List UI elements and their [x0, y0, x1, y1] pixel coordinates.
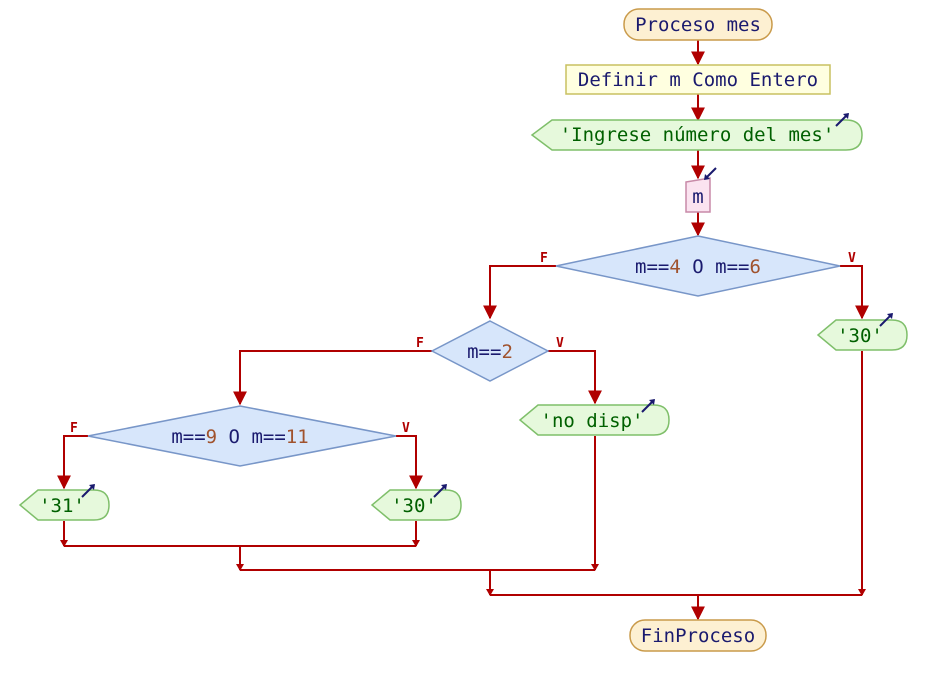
- output-arrow-icon: [641, 399, 655, 413]
- merge-arrow-nodisp: [591, 564, 599, 571]
- cond3-false-label: F: [70, 421, 78, 436]
- end-node[interactable]: FinProceso: [629, 619, 767, 652]
- merge-arrow-31: [60, 540, 68, 547]
- read-input-text: m: [692, 186, 703, 208]
- define-node-text: Definir m Como Entero: [578, 69, 818, 91]
- cond1-true-label: V: [848, 251, 856, 266]
- output-31-text: '31': [39, 495, 85, 517]
- cond3-text: m==9 O m==11: [171, 426, 308, 448]
- output-30-node-b[interactable]: '30': [370, 484, 462, 521]
- edges: [57, 40, 869, 621]
- read-input-node[interactable]: m: [685, 167, 717, 213]
- cond1-false-label: F: [540, 251, 548, 266]
- cond2-true-label: V: [556, 336, 564, 351]
- edge-cond1-true: [840, 265, 869, 320]
- output-30-text-b: '30': [391, 495, 437, 517]
- output-30-node-a[interactable]: '30': [816, 313, 908, 351]
- edge-cond2-false: [233, 350, 432, 406]
- decision-cond2[interactable]: m==2: [430, 320, 550, 382]
- merge-arrow-cond3: [236, 564, 244, 571]
- cond3-true-label: V: [402, 421, 410, 436]
- input-arrow-icon: [704, 167, 717, 180]
- output-nodisp-node[interactable]: 'no disp': [518, 399, 670, 436]
- output-arrow-icon: [81, 484, 95, 498]
- decision-cond1[interactable]: m==4 O m==6: [555, 235, 841, 297]
- output-arrow-icon: [879, 313, 893, 327]
- edge-cond3-false: [57, 435, 88, 490]
- edge-cond2-true: [548, 350, 602, 405]
- output-nodisp-text: 'no disp': [541, 410, 644, 432]
- prompt-output-text: 'Ingrese número del mes': [560, 124, 835, 146]
- edge-cond3-true: [396, 435, 423, 490]
- start-node[interactable]: Proceso mes: [623, 8, 773, 41]
- output-arrow-icon: [433, 484, 447, 498]
- merge-arrow-30a: [858, 589, 866, 596]
- prompt-output-node[interactable]: 'Ingrese número del mes': [530, 113, 863, 151]
- edge-cond1-false: [483, 265, 556, 320]
- cond2-text: m==2: [467, 341, 513, 363]
- output-30-text-a: '30': [837, 325, 883, 347]
- start-node-text: Proceso mes: [635, 14, 761, 36]
- merge-arrow-30b: [412, 540, 420, 547]
- output-31-node[interactable]: '31': [18, 484, 110, 521]
- cond2-false-label: F: [416, 336, 424, 351]
- output-arrow-icon: [835, 113, 849, 127]
- merge-arrow-cond2: [486, 589, 494, 596]
- cond1-text: m==4 O m==6: [635, 256, 761, 278]
- decision-cond3[interactable]: m==9 O m==11: [87, 405, 397, 467]
- define-node[interactable]: Definir m Como Entero: [565, 64, 831, 95]
- end-node-text: FinProceso: [641, 625, 755, 647]
